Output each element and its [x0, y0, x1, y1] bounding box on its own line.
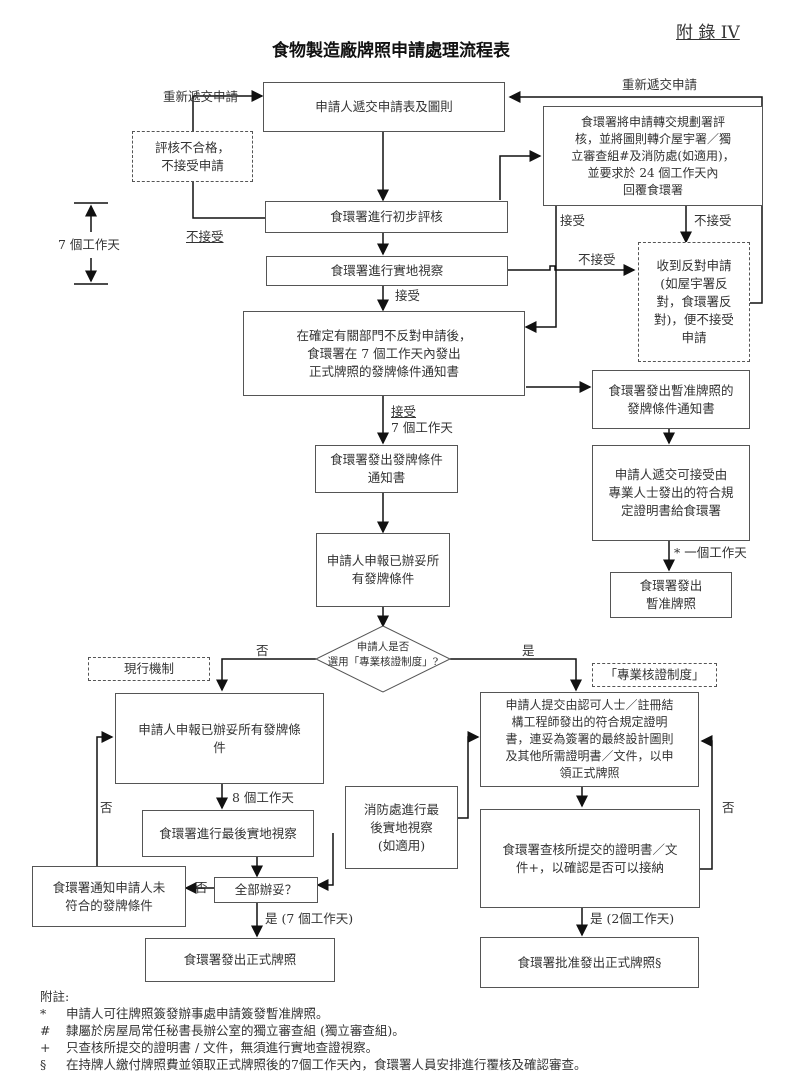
appendix-label: 附 錄 IV — [676, 23, 740, 43]
box-initial-assessment: 食環署進行初步評核 — [265, 201, 508, 233]
box-issue-full-licence: 食環署發出正式牌照 — [145, 938, 335, 982]
box-issue-provisional: 食環署發出 暫准牌照 — [610, 572, 732, 618]
arrow-to-refer — [499, 150, 542, 200]
label-accept-site: 接受 — [395, 288, 421, 303]
label-resubmit-left: 重新遞交申請 — [163, 89, 239, 104]
arrow-fsd-to-prof — [458, 731, 480, 819]
label-not-accept-refer: 不接受 — [694, 213, 732, 228]
label-loop-no-left: 否 — [100, 800, 113, 815]
footnotes: 附註: *申請人可往牌照簽發辦事處申請簽發暫准牌照。 #隸屬於房屋局常任秘書長辦… — [40, 988, 586, 1073]
label-all-no: 否 — [195, 880, 208, 895]
arrow-decision-yes — [450, 658, 582, 692]
label-seven-days-notice: 7 個工作天 — [391, 420, 453, 435]
arrow-notify-loop — [96, 731, 114, 866]
box-current-mechanism: 現行機制 — [88, 657, 210, 681]
page-title: 食物製造廠牌照申請處理流程表 — [272, 41, 510, 61]
label-eight-days: 8 個工作天 — [232, 790, 294, 805]
footnote-item: #隸屬於房屋局常任秘書長辦公室的獨立審查組 (獨立審查組)。 — [40, 1023, 405, 1038]
label-yes-two-days: 是 (2個工作天) — [590, 911, 675, 926]
box-objection-received: 收到反對申請 (如屋宇署反 對，食環署反 對)，便不接受 申請 — [638, 242, 750, 362]
box-submit-certificate: 申請人遞交可接受由 專業人士發出的符合規 定證明書給食環署 — [592, 445, 750, 541]
label-yes-seven-days: 是 (7 個工作天) — [265, 911, 354, 926]
footnotes-heading: 附註: — [40, 989, 70, 1004]
footnote-item: +只查核所提交的證明書 / 文件，無須進行實地查證視察。 — [40, 1040, 379, 1055]
label-loop-no-right: 否 — [722, 800, 735, 815]
line-initial-to-fail — [192, 182, 265, 219]
box-final-inspection: 食環署進行最後實地視察 — [142, 810, 314, 857]
box-notify-unmet: 食環署通知申請人未 符合的發牌條件 — [32, 866, 186, 927]
box-submit-application: 申請人遞交申請表及圖則 — [263, 82, 505, 132]
decision-text: 申請人是否 選用「專業核證制度」? — [327, 641, 439, 668]
box-verify-documents: 食環署查核所提交的證明書／文 件+，以確認是否可以接納 — [480, 809, 700, 908]
box-professional-scheme: 「專業核證制度」 — [592, 663, 717, 687]
arrow-refer-accept — [524, 205, 557, 333]
box-assessment-fail: 評核不合格， 不接受申請 — [132, 131, 253, 182]
box-all-complied: 全部辦妥？ — [214, 877, 318, 903]
box-refer-departments: 食環署將申請轉交規劃署評 核，並將圖則轉介屋宇署／獨 立審查組#及消防處(如適用… — [543, 106, 763, 206]
box-site-inspection: 食環署進行實地視察 — [266, 256, 508, 286]
label-decision-yes: 是 — [522, 643, 535, 658]
box-issue-notice-7days: 在確定有關部門不反對申請後， 食環署在 7 個工作天內發出 正式牌照的發牌條件通… — [243, 311, 525, 396]
label-accept-refer: 接受 — [560, 213, 586, 228]
footnote-item: §在持牌人繳付牌照費並領取正式牌照後的7個工作天內，食環署人員安排進行覆核及確認… — [40, 1057, 587, 1072]
footnote-item: *申請人可往牌照簽發辦事處申請簽發暫准牌照。 — [40, 1006, 329, 1021]
label-not-accept-site: 不接受 — [578, 252, 616, 267]
box-provisional-notice: 食環署發出暫准牌照的 發牌條件通知書 — [592, 370, 750, 429]
arrow-fail-to-submit — [192, 90, 264, 131]
box-fsd-final-inspection: 消防處進行最 後實地視察 (如適用) — [345, 786, 458, 869]
label-one-day: * 一個工作天 — [674, 545, 747, 560]
label-resubmit-right: 重新遞交申請 — [622, 77, 698, 92]
label-seven-days-bracket: 7 個工作天 — [58, 237, 120, 252]
box-report-complied: 申請人申報已辦妥所 有發牌條件 — [316, 533, 450, 607]
box-report-all-complied: 申請人申報已辦妥所有發牌條 件 — [115, 693, 324, 784]
box-submit-professional-cert: 申請人提交由認可人士／註冊結 構工程師發出的符合規定證明 書，連妥為簽署的最終設… — [480, 692, 699, 787]
arrow-decision-no — [216, 658, 316, 692]
label-accept-notice: 接受 — [391, 404, 417, 419]
box-issue-conditions-notice: 食環署發出發牌條件 通知書 — [315, 445, 458, 493]
label-decision-no: 否 — [256, 643, 269, 658]
decision-diamond — [314, 625, 452, 693]
box-approve-full-licence: 食環署批准發出正式牌照§ — [480, 937, 699, 988]
arrow-site-notaccept — [500, 264, 636, 276]
arrow-fsd-to-all — [316, 833, 334, 891]
arrow-verify-no — [700, 735, 713, 870]
label-not-accept-underlined: 不接受 — [186, 229, 224, 244]
